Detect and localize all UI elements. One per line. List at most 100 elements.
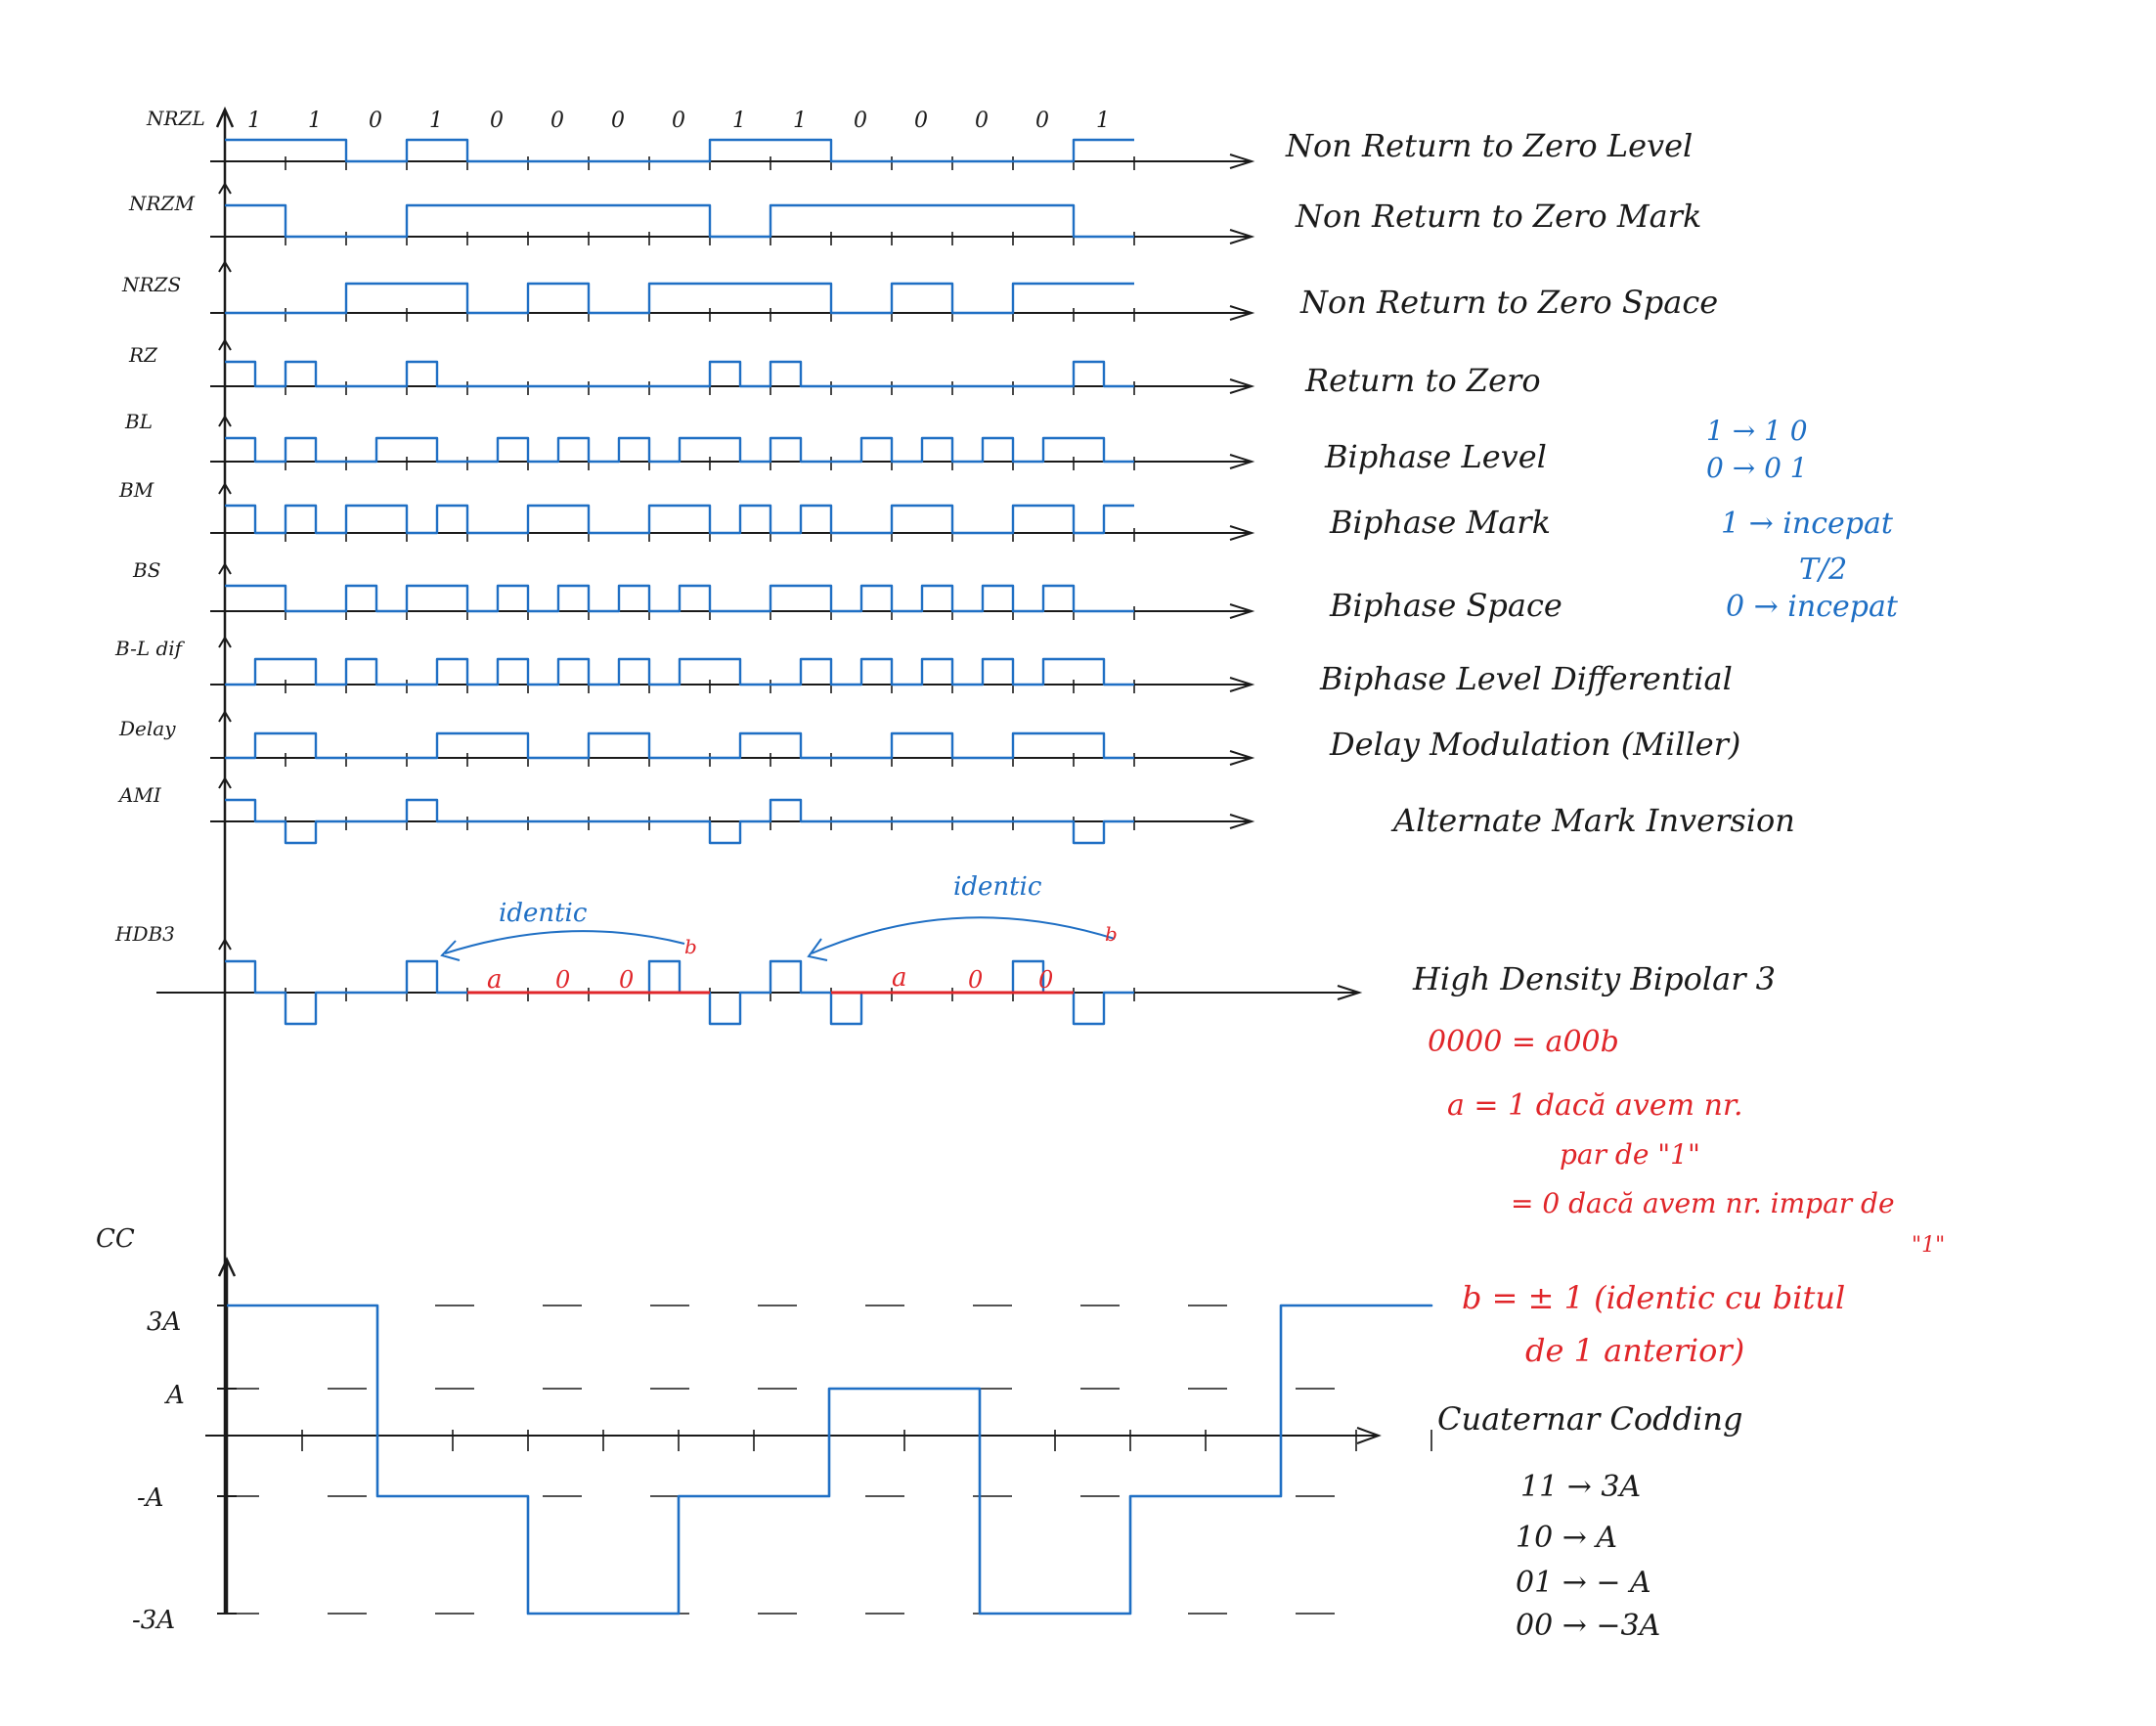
bit-label: 1 <box>1096 109 1110 133</box>
bit-label: 1 <box>429 109 443 133</box>
axis-arrowhead-bl <box>1229 454 1255 469</box>
row-label-nrzl: NRZL <box>146 107 205 130</box>
row-label-bs: BS <box>132 558 160 582</box>
bit-label: 0 <box>550 109 564 133</box>
hdb3-mark-0b-1: 0 <box>619 966 634 994</box>
hdb3-label: HDB3 <box>114 922 175 946</box>
cc-axis-arrowhead <box>217 1257 237 1277</box>
row-desc-bld: Biphase Level Differential <box>1319 660 1733 697</box>
bit-label: 1 <box>247 109 261 133</box>
bit-label: 0 <box>854 109 867 133</box>
cc-section: CC 3A A -A -3A Cuaternar Codding 11 → 3A… <box>96 1224 1742 1643</box>
row-desc-bl: Biphase Level <box>1324 438 1547 475</box>
row-desc-rz: Return to Zero <box>1304 362 1541 399</box>
cc-level-3a: 3A <box>147 1307 181 1337</box>
hdb3-rule-a4: "1" <box>1912 1233 1945 1258</box>
axis-arrowhead-bm <box>1229 525 1255 541</box>
waveform-delay <box>225 731 1134 760</box>
row-desc-nrzm: Non Return to Zero Mark <box>1295 198 1701 235</box>
note-bl-0: 0 → 0 1 <box>1706 452 1808 484</box>
row-arrowhead <box>218 260 232 273</box>
cc-map-00: 00 → −3A <box>1516 1609 1660 1643</box>
waveform-nrzm <box>225 203 1134 239</box>
axis-arrowhead-delay <box>1229 750 1255 766</box>
hdb3-mark-b-2: b <box>1105 922 1118 946</box>
row-desc-bs: Biphase Space <box>1329 587 1562 624</box>
hdb3-rule-a3: = 0 dacă avem nr. impar de <box>1511 1187 1895 1219</box>
identic-text-2: identic <box>953 872 1042 902</box>
row-arrowhead <box>218 182 232 195</box>
bit-label: 0 <box>975 109 989 133</box>
waveform-nrzs <box>225 282 1134 315</box>
axis-arrowhead-hdb3 <box>1337 985 1363 1000</box>
row-arrowhead <box>218 338 232 351</box>
hdb3-mark-0b-2: 0 <box>1038 966 1053 994</box>
hdb3-mark-a-1: a <box>487 965 503 995</box>
row-label-nrzs: NRZS <box>121 273 181 296</box>
axis-arrowhead-bs <box>1229 603 1255 619</box>
row-label-delay: Delay <box>118 717 176 740</box>
row-label-rz: RZ <box>128 343 158 367</box>
identic-arrowhead-2 <box>807 938 828 961</box>
identic-text-1: identic <box>499 899 588 928</box>
cc-graph <box>205 1304 1433 1615</box>
axis-arrowhead-bld <box>1229 677 1255 692</box>
axis-arrowhead-nrzm <box>1229 229 1255 244</box>
waveform-rz <box>225 360 1134 388</box>
waveform-hdb3 <box>225 959 1134 1026</box>
row-label-bm: BM <box>118 478 154 502</box>
waveform-nrzl <box>225 138 1134 163</box>
note-bm-t2: T/2 <box>1799 553 1847 587</box>
row-arrowhead <box>218 776 232 789</box>
bit-label: 0 <box>369 109 382 133</box>
row-desc-ami: Alternate Mark Inversion <box>1390 802 1795 839</box>
row-arrowhead <box>218 710 232 723</box>
identic-arc-1 <box>444 930 685 954</box>
hdb3-rule-a2: par de "1" <box>1560 1138 1700 1171</box>
row-arrowhead <box>218 938 232 951</box>
axis-arrowhead-ami <box>1229 814 1255 829</box>
bit-label: 0 <box>490 109 504 133</box>
cc-map-11: 11 → 3A <box>1520 1470 1641 1504</box>
row-label-ami: AMI <box>117 783 162 807</box>
axis-arrowhead-rz <box>1229 378 1255 394</box>
row-desc-delay: Delay Modulation (Miller) <box>1329 726 1740 763</box>
waveform-bm <box>225 504 1134 535</box>
row-axes <box>156 154 1363 1001</box>
hdb3-mark-a-2: a <box>892 963 907 993</box>
main-axis-arrowhead <box>215 106 235 128</box>
hdb3-rule-b2: de 1 anterior) <box>1525 1332 1744 1369</box>
row-arrowhead <box>218 415 232 427</box>
row-arrowhead <box>218 562 232 575</box>
axis-arrowhead-nrzs <box>1229 305 1255 321</box>
bit-label: 1 <box>793 109 807 133</box>
cc-axis-arrowhead-h <box>1356 1427 1382 1444</box>
bit-label: 0 <box>672 109 685 133</box>
row-arrowhead <box>218 636 232 648</box>
hdb3-mark-0a-1: 0 <box>555 966 570 994</box>
hdb3-rule-a1: a = 1 dacă avem nr. <box>1447 1088 1743 1123</box>
waveform-ami <box>225 798 1134 845</box>
hdb3-rule-main: 0000 = a00b <box>1428 1025 1619 1059</box>
bit-label: 0 <box>611 109 625 133</box>
waveform-bl <box>225 436 1134 464</box>
cc-map-01: 01 → − A <box>1516 1566 1651 1600</box>
bit-label: 1 <box>732 109 746 133</box>
row-arrowhead <box>218 482 232 495</box>
row-label-bld: B-L dif <box>114 637 186 660</box>
waveform-bs <box>225 584 1134 613</box>
identic-arc-2 <box>811 916 1116 954</box>
cc-label: CC <box>96 1224 135 1254</box>
hdb3-rule-b1: b = ± 1 (identic cu bitul <box>1462 1279 1845 1316</box>
cc-level-m3a: -3A <box>132 1606 175 1635</box>
note-bm-1: 1 → incepat <box>1721 507 1894 541</box>
row-desc-nrzl: Non Return to Zero Level <box>1285 127 1693 164</box>
waveform-bld <box>225 657 1134 686</box>
note-bs-0: 0 → incepat <box>1726 590 1899 624</box>
bit-label: 0 <box>914 109 928 133</box>
hdb3-mark-b-1: b <box>684 935 697 958</box>
row-desc-nrzs: Non Return to Zero Space <box>1299 284 1718 321</box>
